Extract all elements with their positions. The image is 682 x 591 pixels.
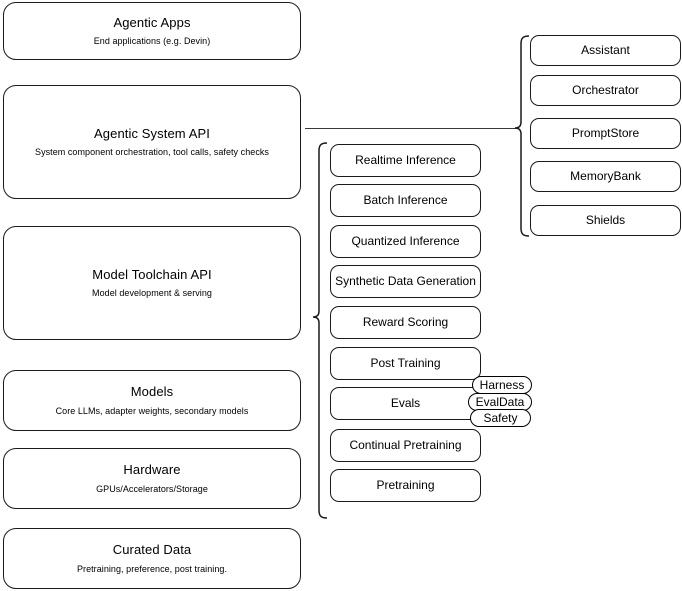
system-component-box-shields[interactable]: Shields [530,205,681,236]
component-label: Reward Scoring [362,315,449,329]
component-label: Evals [390,396,421,410]
system-component-box-assistant[interactable]: Assistant [530,35,681,66]
layer-title: Curated Data [112,542,192,558]
layer-box-hardware[interactable]: Hardware GPUs/Accelerators/Storage [3,448,301,509]
system-component-label: PromptStore [571,126,640,140]
component-box-post-training[interactable]: Post Training [330,347,481,380]
component-box-quantized-inference[interactable]: Quantized Inference [330,225,481,258]
system-component-box-memorybank[interactable]: MemoryBank [530,161,681,192]
component-label: Synthetic Data Generation [335,274,476,288]
component-label: Batch Inference [363,193,448,207]
layer-subtitle: Model development & serving [92,288,212,298]
layer-box-agentic-apps[interactable]: Agentic Apps End applications (e.g. Devi… [3,2,301,60]
component-label: Realtime Inference [355,153,456,167]
layer-box-agentic-system-api[interactable]: Agentic System API System component orch… [3,85,301,199]
layer-subtitle: Core LLMs, adapter weights, secondary mo… [55,405,249,416]
system-component-label: Shields [585,213,626,227]
layer-box-model-toolchain-api[interactable]: Model Toolchain API Model development & … [3,226,301,340]
component-label: Continual Pretraining [349,438,462,452]
toolchain-bracket [312,142,328,519]
eval-pill-label: EvalData [475,395,525,409]
layer-subtitle: GPUs/Accelerators/Storage [96,483,208,494]
component-label: Quantized Inference [351,234,460,248]
eval-pill-harness[interactable]: Harness [472,376,532,394]
component-box-evals[interactable]: Evals [330,387,481,420]
system-components-bracket [514,35,530,237]
component-box-synthetic-data-generation[interactable]: Synthetic Data Generation [330,265,481,298]
system-component-label: MemoryBank [570,169,641,183]
layer-title: Models [130,384,174,400]
system-component-box-promptstore[interactable]: PromptStore [530,118,681,149]
eval-pill-label: Safety [483,411,518,425]
eval-pill-safety[interactable]: Safety [470,409,531,427]
component-box-realtime-inference[interactable]: Realtime Inference [330,144,481,177]
component-label: Post Training [370,356,441,370]
layer-subtitle: System component orchestration, tool cal… [35,147,269,157]
component-box-continual-pretraining[interactable]: Continual Pretraining [330,429,481,462]
system-component-label: Orchestrator [572,83,639,97]
layer-subtitle: Pretraining, preference, post training. [76,563,228,574]
layer-title: Agentic Apps [113,14,191,30]
component-box-batch-inference[interactable]: Batch Inference [330,184,481,217]
layer-title: Hardware [123,462,181,478]
connector-line-system-api-to-components [305,128,517,130]
system-component-label: Assistant [581,43,630,57]
layer-title: Agentic System API [94,125,210,141]
layer-box-models[interactable]: Models Core LLMs, adapter weights, secon… [3,370,301,431]
system-component-box-orchestrator[interactable]: Orchestrator [530,75,681,106]
layer-subtitle: End applications (e.g. Devin) [93,36,211,46]
layer-box-curated-data[interactable]: Curated Data Pretraining, preference, po… [3,528,301,589]
layer-title: Model Toolchain API [92,266,212,282]
component-box-reward-scoring[interactable]: Reward Scoring [330,306,481,339]
eval-pill-label: Harness [479,378,525,392]
component-label: Pretraining [376,478,435,492]
component-box-pretraining[interactable]: Pretraining [330,469,481,502]
